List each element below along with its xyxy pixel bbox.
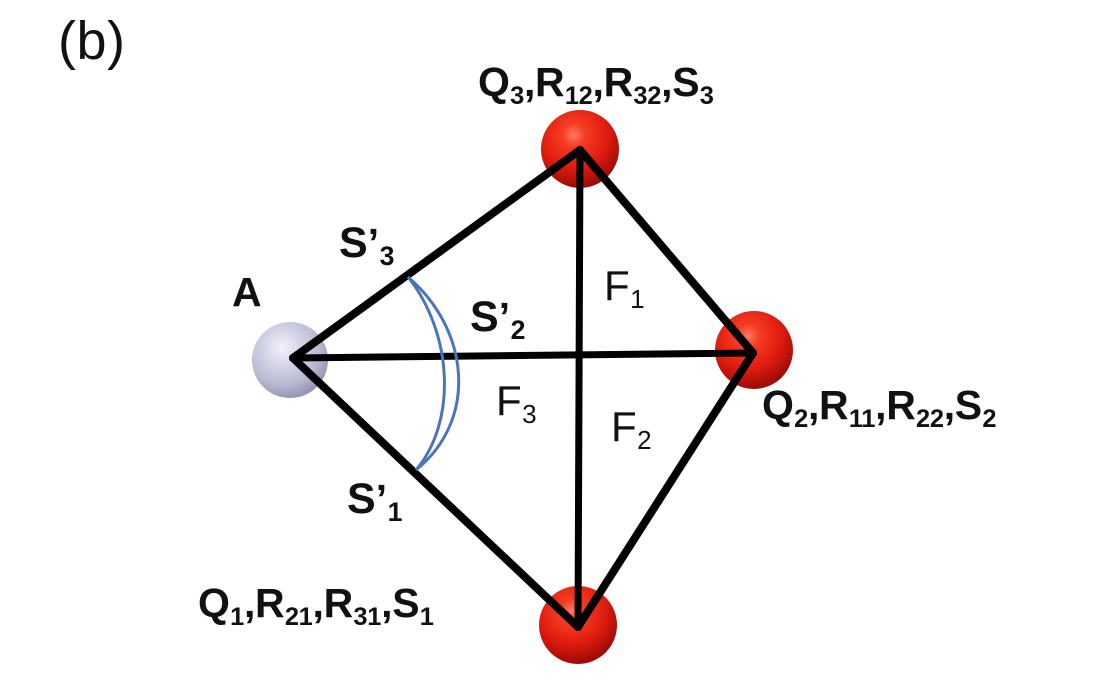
- edge-label-s3-prime: S’3: [339, 219, 395, 271]
- node-label-a: A: [232, 269, 262, 315]
- node-label-right-r2: R22,: [886, 382, 955, 433]
- node-label-bottom-q: Q1,: [198, 580, 256, 631]
- edge-right-bottom: [574, 349, 757, 631]
- node-label-right: Q2,R11,R22,S2: [762, 382, 997, 433]
- node-label-top-s: S3: [672, 59, 714, 110]
- face-label-f3: F3: [496, 377, 537, 429]
- node-label-right-r1: R11,: [819, 382, 887, 433]
- edge-top-bottom-diagonal: [574, 146, 584, 631]
- edge-a-top: [289, 146, 584, 362]
- edge-a-right-diagonal: [289, 349, 757, 362]
- node-label-top-q: Q3,: [478, 59, 536, 110]
- edge-label-s2-prime: S’2: [470, 293, 526, 345]
- face-label-f1: F1: [604, 262, 645, 314]
- node-label-bottom-s: S1: [392, 580, 434, 631]
- arc-outer: [407, 275, 461, 472]
- edge-label-s1-prime: S’1: [347, 475, 403, 527]
- node-label-top: Q3,R12,R32,S3: [478, 59, 714, 110]
- face-label-f2: F2: [611, 403, 652, 455]
- panel-label: (b): [58, 11, 126, 71]
- node-label-right-s: S2: [954, 382, 997, 433]
- node-label-bottom-r2: R31,: [323, 580, 393, 631]
- node-label-right-q: Q2,: [762, 382, 820, 433]
- node-label-top-r2: R32,: [603, 59, 673, 110]
- arc-inner: [406, 276, 446, 471]
- edge-bottom-a: [289, 354, 582, 631]
- node-label-bottom-r1: R21,: [255, 580, 324, 631]
- node-label-bottom: Q1,R21,R31,S1: [198, 580, 434, 631]
- edge-top-right: [576, 146, 757, 357]
- node-label-top-r1: R12,: [535, 59, 604, 110]
